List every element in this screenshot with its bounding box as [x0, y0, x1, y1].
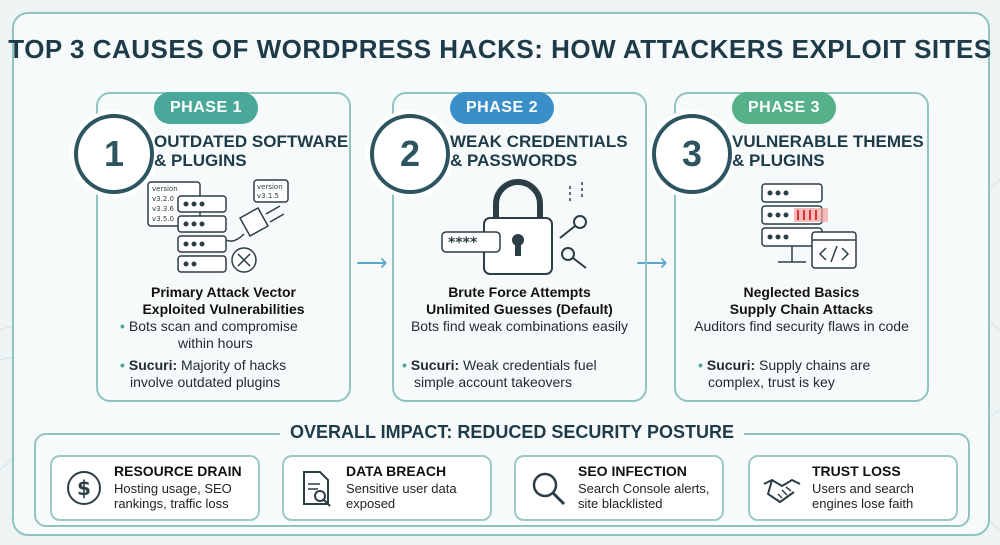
password-mask: **** — [448, 235, 478, 251]
source-bullet: •Sucuri: Weak credentials fuel — [402, 357, 597, 373]
phase-badge: PHASE 2 — [450, 92, 554, 124]
card-title-line-1: VULNERABLE THEMES — [732, 132, 924, 151]
source-text-cont: complex, trust is key — [708, 374, 835, 390]
card-title: OUTDATED SOFTWARE & PLUGINS — [154, 132, 354, 170]
card-heading-2: Exploited Vulnerabilities — [142, 301, 305, 317]
version-b-label: version — [257, 183, 283, 191]
card-heading-1: Brute Force Attempts — [448, 284, 591, 300]
handshake-icon — [763, 478, 801, 504]
document-search-icon — [303, 471, 331, 507]
card-title: WEAK CREDENTIALS & PASSWORDS — [450, 132, 650, 170]
card-bullet-cont: within hours — [178, 335, 253, 351]
impact-desc-1: Hosting usage, SEO — [114, 481, 232, 496]
version-a-1: v3.2.0 — [152, 195, 174, 203]
card-bullet: •Bots scan and compromise — [120, 318, 298, 334]
card-title-line-2: & PLUGINS — [154, 151, 247, 170]
server-plugin-icon: version v3.2.0 v3.3.6 v3.5.0 version v3.… — [147, 179, 289, 273]
phase-badge: PHASE 3 — [732, 92, 836, 124]
impact-desc-2: exposed — [346, 496, 396, 511]
number-circle: 2 — [370, 114, 450, 194]
impact-seo-infection: SEO INFECTION Search Console alerts,site… — [514, 455, 724, 521]
card-phase-3: PHASE 3 3 VULNERABLE THEMES & PLUGINS Ne… — [652, 92, 932, 402]
impact-desc-1: Sensitive user data — [346, 481, 457, 496]
version-a-2: v3.3.6 — [152, 205, 175, 213]
impact-title: OVERALL IMPACT: REDUCED SECURITY POSTURE — [280, 422, 745, 443]
version-a-3: v3.5.0 — [152, 215, 174, 223]
arrow-right-icon: ⟶ — [356, 250, 388, 275]
svg-text:$: $ — [77, 476, 91, 500]
card-phase-2: PHASE 2 2 WEAK CREDENTIALS & PASSWORDS *… — [370, 92, 650, 402]
card-heading-1: Neglected Basics — [743, 284, 860, 300]
card-title-line-1: OUTDATED SOFTWARE — [154, 132, 349, 151]
source-label: Sucuri: — [706, 357, 756, 373]
card-heading-1: Primary Attack Vector — [151, 284, 296, 300]
card-title-line-1: WEAK CREDENTIALS — [450, 132, 628, 151]
source-bullet: •Sucuri: Majority of hacks — [120, 357, 287, 373]
impact-desc-1: Users and search — [812, 481, 914, 496]
source-text: Majority of hacks — [181, 357, 287, 373]
impact-title-text: SEO INFECTION — [578, 463, 687, 479]
version-b-1: v3.1.5 — [257, 192, 279, 200]
impact-desc-1: Search Console alerts, — [578, 481, 710, 496]
arrow-right-icon: ⟶ — [636, 250, 668, 275]
card-line: Bots find weak combinations easily — [410, 318, 629, 334]
version-a-label: version — [152, 185, 178, 193]
card-heading-2: Unlimited Guesses (Default) — [426, 301, 613, 317]
impact-desc: Search Console alerts,site blacklisted — [578, 481, 718, 511]
source-label: Sucuri: — [128, 357, 178, 373]
phase-badge: PHASE 1 — [154, 92, 258, 124]
number-circle: 1 — [74, 114, 154, 194]
source-text: Weak credentials fuel — [463, 357, 597, 373]
impact-title-text: TRUST LOSS — [812, 463, 901, 479]
card-line: Auditors find security flaws in code — [694, 318, 909, 334]
source-bullet: •Sucuri: Supply chains are — [698, 357, 871, 373]
card-title-line-2: & PLUGINS — [732, 151, 825, 170]
impact-title-text: DATA BREACH — [346, 463, 447, 479]
source-text: Supply chains are — [759, 357, 871, 373]
padlock-keys-icon: **** — [441, 179, 587, 275]
bullet-text: Bots scan and compromise — [128, 318, 298, 334]
source-text-cont: involve outdated plugins — [130, 374, 281, 390]
source-text-cont: simple account takeovers — [414, 374, 572, 390]
card-heading-2: Supply Chain Attacks — [729, 301, 874, 317]
card-title: VULNERABLE THEMES & PLUGINS — [732, 132, 932, 170]
dollar-coin-icon: $ — [67, 471, 101, 505]
impact-desc-2: rankings, traffic loss — [114, 496, 229, 511]
source-label: Sucuri: — [410, 357, 460, 373]
number-circle: 3 — [652, 114, 732, 194]
card-title-line-2: & PASSWORDS — [450, 151, 578, 170]
impact-title-text: RESOURCE DRAIN — [114, 463, 242, 479]
card-phase-1: PHASE 1 1 OUTDATED SOFTWARE & PLUGINS ve… — [74, 92, 354, 402]
impact-desc-2: site blacklisted — [578, 496, 663, 511]
server-code-icon — [761, 183, 857, 269]
main-title: TOP 3 CAUSES OF WORDPRESS HACKS: HOW ATT… — [8, 34, 992, 64]
magnifier-icon — [532, 472, 566, 506]
impact-desc-2: engines lose faith — [812, 496, 914, 511]
